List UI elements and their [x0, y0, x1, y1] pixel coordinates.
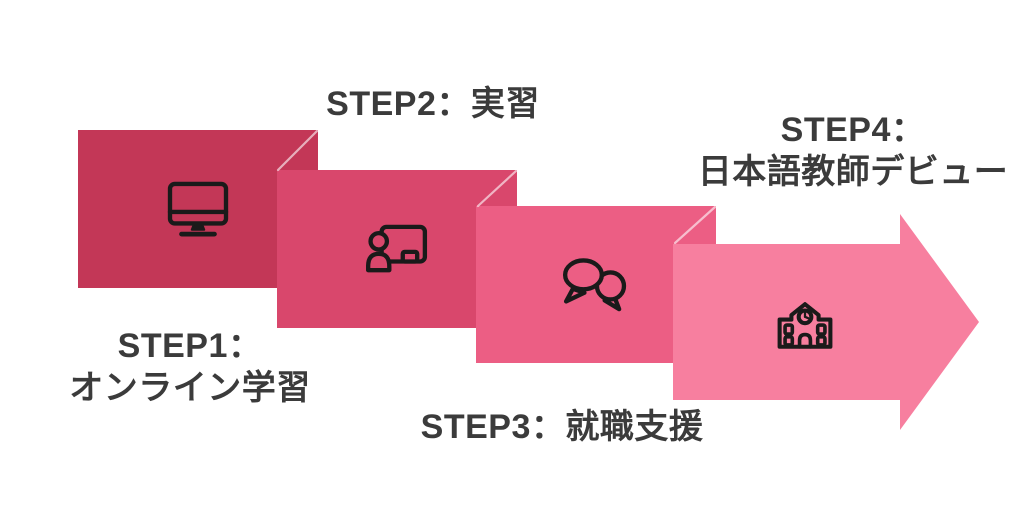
teacher-presenting-icon [366, 224, 428, 274]
step3-label-line1: STEP3：就職支援 [420, 408, 704, 446]
step4-label: STEP4： 日本語教師デビュー [698, 109, 1009, 193]
step4-label-line1: STEP4： [780, 111, 926, 149]
desktop-monitor-icon [167, 181, 229, 237]
step4-arrow-block [673, 214, 979, 430]
step4-label-line2: 日本語教師デビュー [697, 153, 1009, 191]
step2-label-line1: STEP2：実習 [326, 85, 540, 123]
step2-label: STEP2：実習 [326, 83, 540, 125]
school-building-icon [776, 299, 834, 351]
arrow-right-shape [673, 214, 979, 430]
step1-label: STEP1： オンライン学習 [69, 325, 311, 409]
step1-label-line2: オンライン学習 [69, 369, 311, 407]
step3-label: STEP3：就職支援 [421, 406, 704, 448]
step1-label-line1: STEP1： [117, 327, 263, 365]
speech-bubbles-icon [561, 257, 631, 312]
